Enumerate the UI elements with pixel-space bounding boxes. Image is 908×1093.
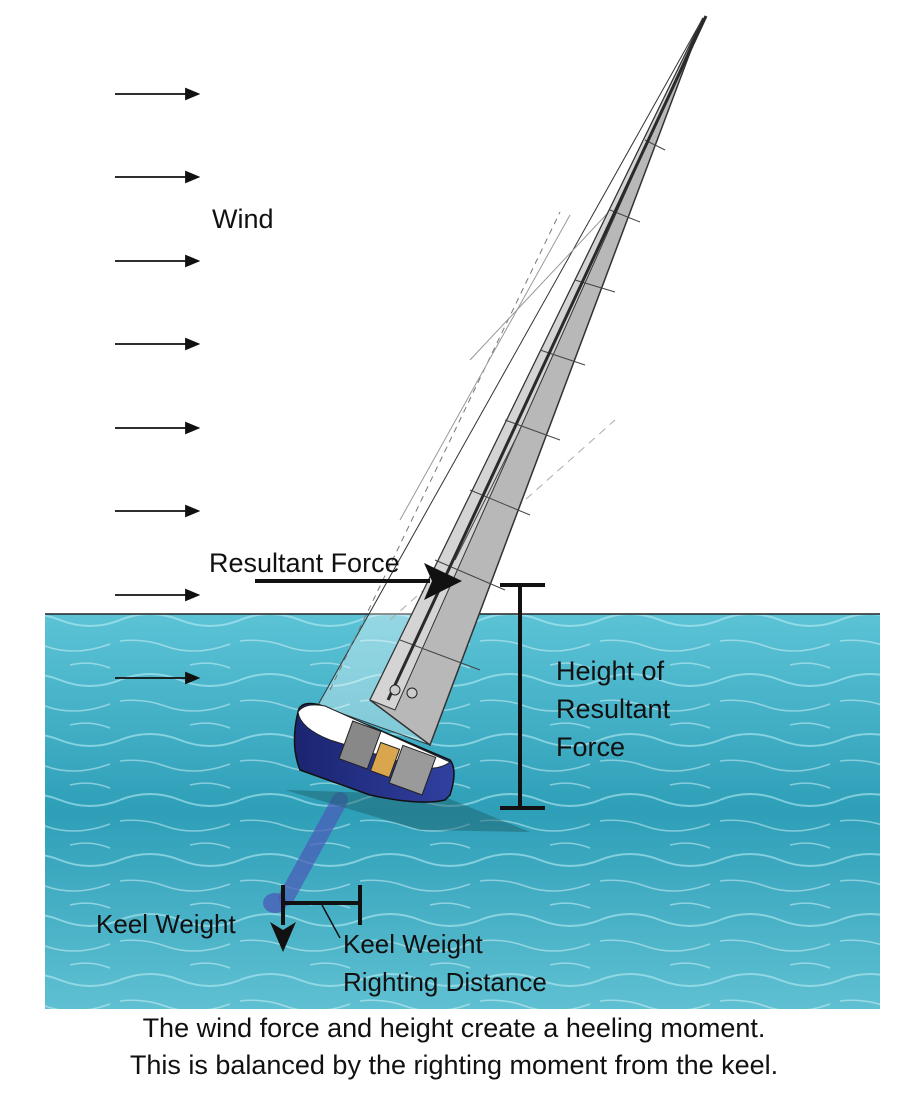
resultant-force-label: Resultant Force — [209, 548, 400, 578]
boat-shadow — [285, 790, 530, 832]
right-arrow-icon — [115, 170, 201, 184]
bold-right-arrow-icon — [255, 563, 462, 600]
keel-weight-label: Keel Weight — [96, 909, 236, 939]
right-arrow-icon — [115, 421, 201, 435]
right-arrow-icon — [115, 671, 201, 685]
right-arrow-icon — [115, 254, 201, 268]
wind-label: Wind — [212, 204, 274, 234]
height-label-line2: Resultant — [556, 694, 671, 724]
right-arrow-icon — [115, 87, 201, 101]
righting-distance-label-line1: Keel Weight — [343, 929, 483, 959]
height-label-line3: Force — [556, 732, 625, 762]
jib-sail — [317, 17, 704, 746]
height-label-line1: Height of — [556, 656, 665, 686]
water — [45, 613, 880, 1009]
right-arrow-icon — [115, 337, 201, 351]
cockpit — [338, 684, 437, 796]
righting-distance-bracket — [281, 885, 362, 939]
right-arrow-icon — [115, 504, 201, 518]
height-bracket — [500, 583, 545, 810]
hull — [293, 684, 455, 803]
wind-arrows — [115, 87, 201, 685]
right-arrow-icon — [115, 588, 201, 602]
caption-line-2: This is balanced by the righting moment … — [129, 1050, 779, 1080]
mast — [386, 15, 708, 701]
caption-line-1: The wind force and height create a heeli… — [142, 1013, 766, 1043]
righting-distance-label-line2: Righting Distance — [343, 967, 547, 997]
